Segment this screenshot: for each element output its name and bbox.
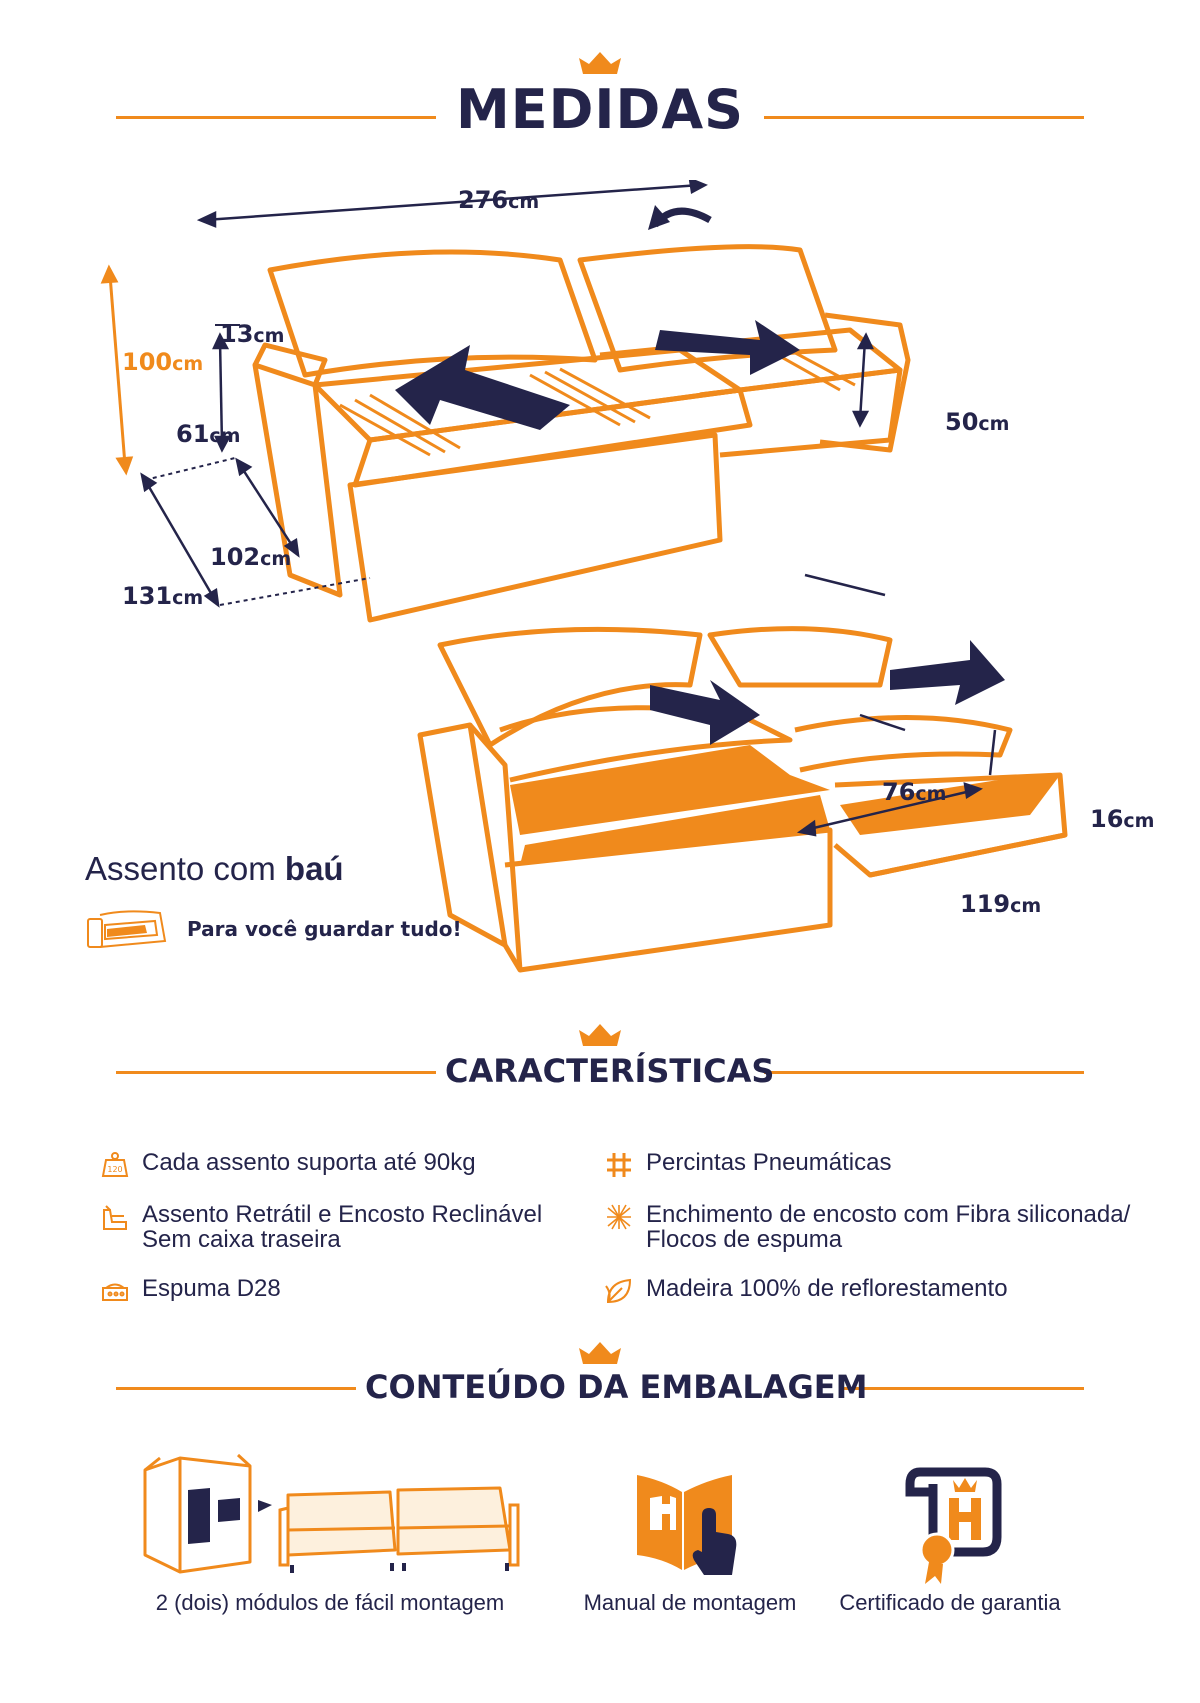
feature-text: Cada assento suporta até 90kg: [142, 1149, 476, 1176]
crown-icon: [579, 1342, 621, 1364]
bau-title: Assento com baú: [85, 850, 344, 887]
feature-recliner: Assento Retrátil e Encosto Reclinável Se…: [100, 1202, 542, 1252]
feature-fiber: Enchimento de encosto com Fibra silicona…: [604, 1202, 1130, 1252]
weight-icon: 120: [101, 1152, 129, 1177]
dim-width-276: 276cm: [458, 186, 540, 214]
manual-icon: [637, 1475, 737, 1575]
feature-text: Madeira 100% de reflorestamento: [646, 1275, 1008, 1302]
divider-line: [116, 116, 436, 119]
bau-subtitle: Para você guardar tudo!: [187, 917, 462, 941]
foam-icon: [102, 1283, 128, 1301]
divider-line: [116, 1071, 436, 1074]
embalagem-caption-modulos: 2 (dois) módulos de fácil montagem: [155, 1590, 505, 1615]
feature-text: Sem caixa traseira: [142, 1226, 341, 1253]
dim-arm-13: 13cm: [220, 320, 285, 348]
box-modules-icon: [143, 1453, 520, 1574]
divider-line: [764, 1071, 1084, 1074]
feature-text: Assento Retrátil e Encosto Reclinável: [142, 1201, 543, 1228]
feature-text-group: Enchimento de encosto com Fibra silicona…: [646, 1202, 1130, 1252]
feature-text: Percintas Pneumáticas: [646, 1149, 892, 1176]
crown-icon: [579, 1024, 621, 1046]
feature-text: Flocos de espuma: [646, 1226, 843, 1253]
feature-webbing: Percintas Pneumáticas: [604, 1150, 891, 1180]
feature-text-group: Assento Retrátil e Encosto Reclinável Se…: [142, 1202, 542, 1252]
crown-icon: [579, 52, 621, 74]
sofa-dimensions-diagram: [100, 180, 911, 623]
divider-line: [844, 1387, 1084, 1390]
recliner-icon: [103, 1205, 127, 1230]
fiber-icon: [607, 1204, 631, 1230]
dim-storage-119: 119cm: [960, 890, 1042, 918]
sofa-storage-icon: [87, 910, 167, 948]
svg-text:120: 120: [107, 1165, 122, 1174]
webbing-icon: [607, 1153, 631, 1177]
feature-leaf: Madeira 100% de reflorestamento: [604, 1276, 1008, 1306]
dim-height-100: 100cm: [122, 348, 204, 376]
dim-seat-61: 61cm: [176, 420, 241, 448]
section-title-medidas: MEDIDAS: [455, 78, 745, 141]
dim-depth-102: 102cm: [210, 543, 292, 571]
dim-depth-131: 131cm: [122, 582, 204, 610]
section-title-embalagem: CONTEÚDO DA EMBALAGEM: [365, 1368, 868, 1406]
section-title-caracteristicas: CARACTERÍSTICAS: [445, 1052, 775, 1090]
feature-weight: 120 Cada assento suporta até 90kg: [100, 1150, 476, 1180]
dim-storage-16: 16cm: [1090, 805, 1155, 833]
sofa-storage-diagram: [417, 626, 1068, 973]
feature-foam: Espuma D28: [100, 1276, 281, 1306]
embalagem-caption-manual: Manual de montagem: [583, 1590, 797, 1615]
feature-text: Enchimento de encosto com Fibra silicona…: [646, 1201, 1131, 1228]
dim-front-50: 50cm: [945, 408, 1010, 436]
dim-storage-76: 76cm: [882, 778, 947, 806]
feature-text: Espuma D28: [142, 1275, 281, 1302]
leaf-icon: [605, 1278, 632, 1304]
divider-line: [116, 1387, 356, 1390]
embalagem-caption-certificado: Certificado de garantia: [839, 1590, 1061, 1615]
certificate-icon: [905, 1467, 1002, 1584]
divider-line: [764, 116, 1084, 119]
